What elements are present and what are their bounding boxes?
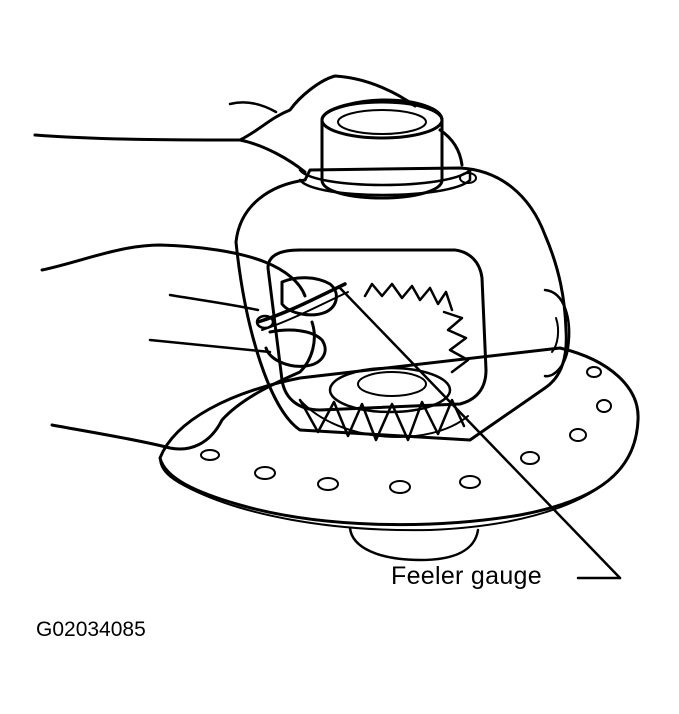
case-window [266,248,488,442]
differential-case-body [234,98,571,442]
case-flange [158,346,640,562]
figure-id: G02034085 [36,618,146,641]
feeler-gauge-label: Feeler gauge [391,562,542,590]
upper-hand [33,74,464,174]
feeler-gauge-blade [255,282,349,331]
feeler-gauge-leader [338,286,622,580]
lower-hand [40,243,338,451]
